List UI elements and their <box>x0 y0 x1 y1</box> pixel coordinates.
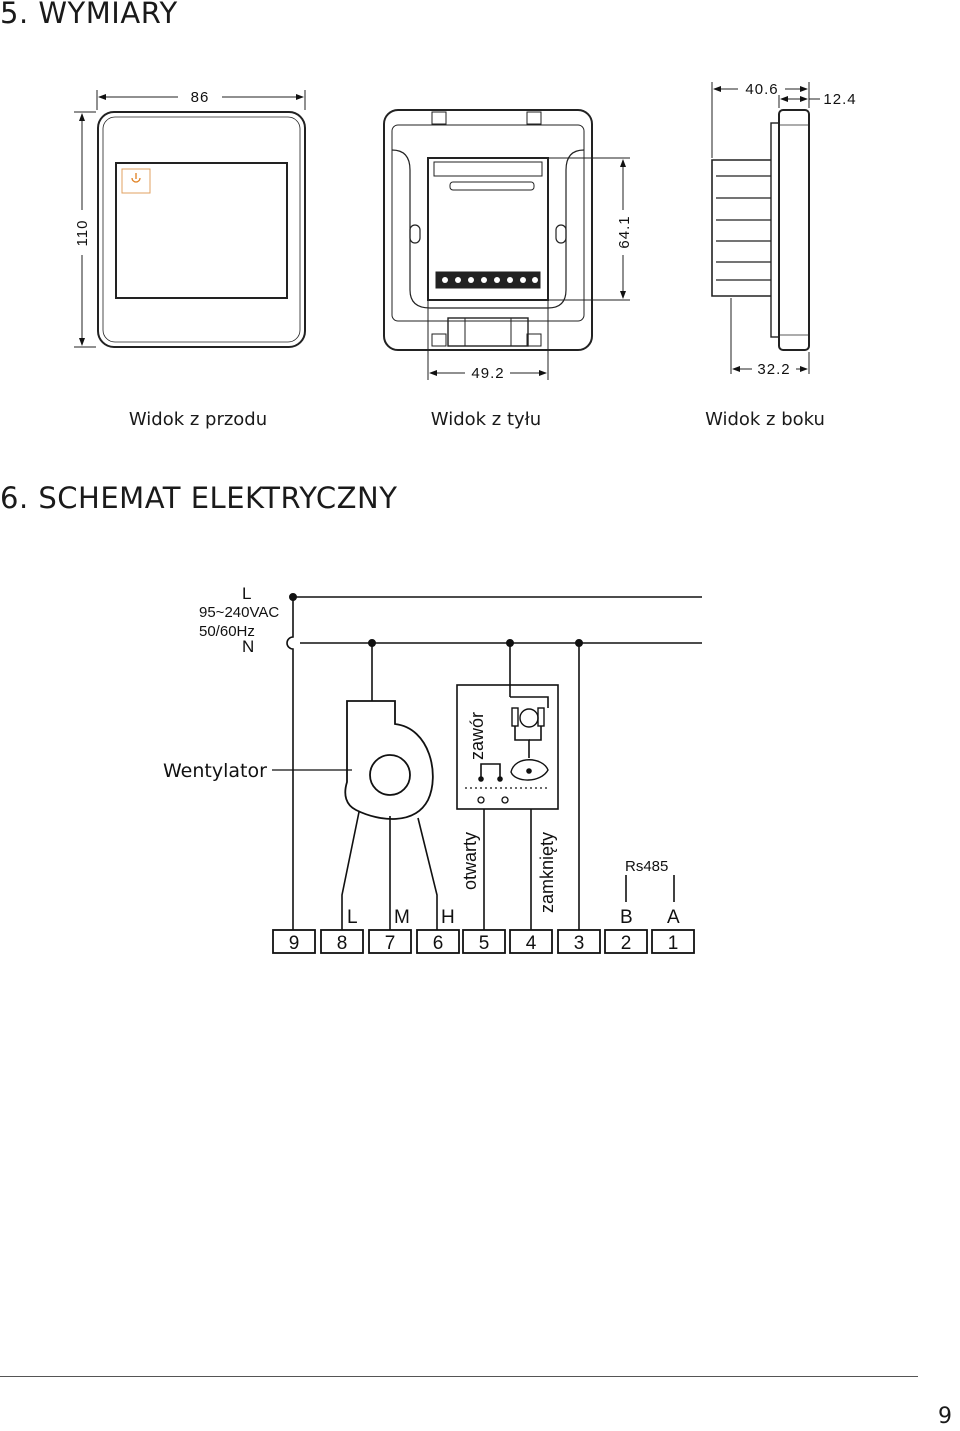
wiring-schematic <box>272 592 702 954</box>
caption-front-view: Widok z przodu <box>128 409 268 430</box>
dim-side-bottom: 32.2 <box>757 361 790 378</box>
rs485-b-label: B <box>620 907 633 928</box>
supply-frequency-label: 50/60Hz <box>199 623 255 640</box>
front-view-drawing <box>74 90 306 348</box>
dim-side-depth: 12.4 <box>823 91 856 108</box>
terminal-9: 9 <box>289 933 300 954</box>
terminal-7: 7 <box>385 933 396 954</box>
power-icon <box>121 168 151 194</box>
caption-back-view: Widok z tyłu <box>430 409 542 430</box>
footer-divider <box>0 1376 918 1377</box>
valve-label: zawór <box>467 712 487 760</box>
rs485-label: Rs485 <box>625 858 668 875</box>
section-title-dimensions: 5. WYMIARY <box>0 0 178 30</box>
section-title-schematic: 6. SCHEMAT ELEKTRYCZNY <box>0 481 398 515</box>
fan-speed-high-label: H <box>441 907 455 928</box>
terminal-8: 8 <box>337 933 348 954</box>
terminal-2: 2 <box>621 933 632 954</box>
terminal-5: 5 <box>479 933 490 954</box>
supply-neutral-label: N <box>242 637 254 656</box>
dim-back-width: 49.2 <box>471 365 504 382</box>
dim-front-width: 86 <box>191 89 210 106</box>
terminal-4: 4 <box>526 933 537 954</box>
supply-line-label: L <box>242 584 251 603</box>
fan-label: Wentylator <box>163 760 267 782</box>
back-view-drawing <box>383 109 630 380</box>
supply-voltage-label: 95~240VAC <box>199 604 279 621</box>
valve-closed-label: zamknięty <box>537 832 557 913</box>
dim-back-height: 64.1 <box>616 215 633 248</box>
terminal-6: 6 <box>433 933 444 954</box>
fan-speed-mid-label: M <box>394 907 410 928</box>
caption-side-view: Widok z boku <box>705 409 825 430</box>
dim-side-top: 40.6 <box>745 81 778 98</box>
fan-speed-low-label: L <box>347 907 358 928</box>
terminal-3: 3 <box>574 933 585 954</box>
terminal-1: 1 <box>668 933 679 954</box>
rs485-a-label: A <box>667 907 680 928</box>
side-view-drawing <box>711 82 820 374</box>
page-number: 9 <box>938 1404 952 1429</box>
valve-open-label: otwarty <box>460 832 480 890</box>
dim-front-height: 110 <box>74 220 91 247</box>
